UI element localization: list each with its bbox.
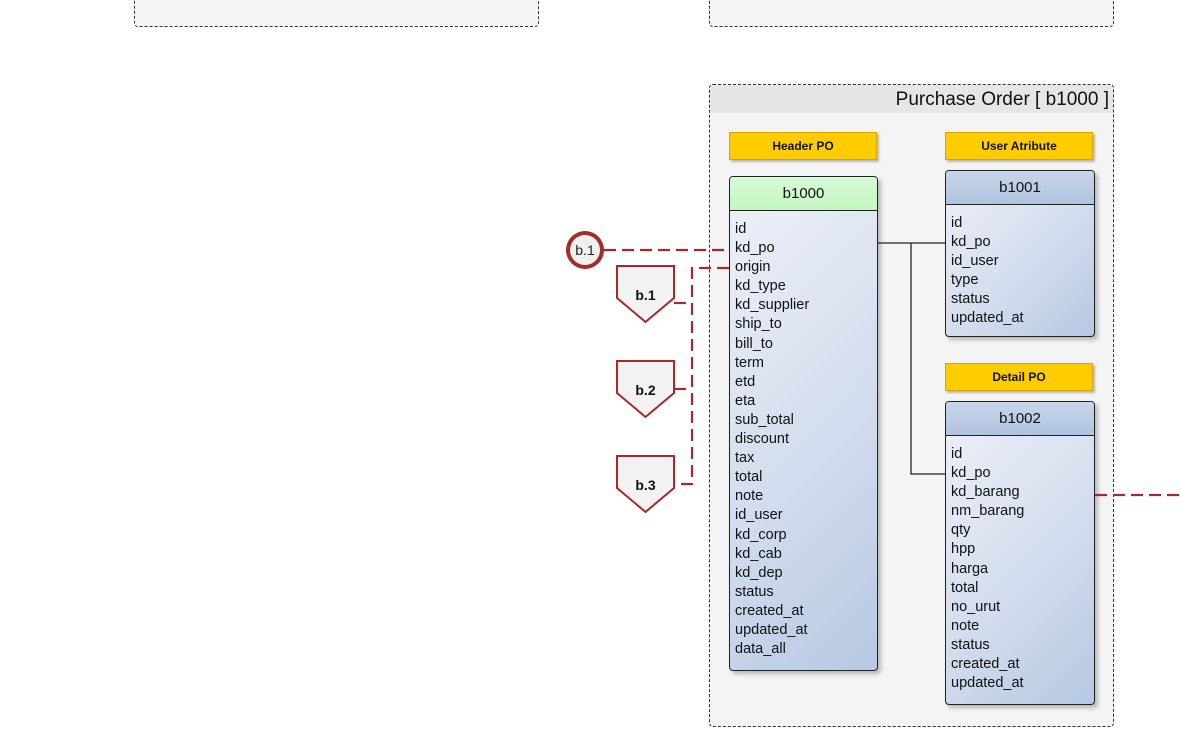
marker-b1-label: b.1 [635,287,655,303]
top-left-group: updated_at [134,0,539,27]
field-row: total [951,579,979,596]
field-row: ship_to [735,316,782,333]
marker-b3[interactable]: b.3 [616,455,675,514]
header-po-label: Header PO [729,132,877,160]
field-row: qty [951,522,971,539]
field-row: bill_to [735,335,773,352]
field-row: discount [735,431,790,448]
field-row: nm_barang [951,503,1025,520]
field-row: etd [735,373,756,390]
field-row: id [951,215,963,231]
field-row: kd_dep [735,564,783,581]
field-row: total [735,469,763,486]
circle-ref-label: b.1 [575,242,595,258]
marker-b2-label: b.2 [635,382,655,398]
ref-line-origin [674,266,729,486]
user-atribute-label: User Atribute [945,132,1093,160]
field-row: harga [951,560,989,577]
marker-b1[interactable]: b.1 [616,265,675,324]
field-row: data_all [735,641,786,658]
group-title-bar: Purchase Order [ b1000 ] [710,85,1113,113]
field-row: id [951,446,963,462]
field-row: note [951,617,980,634]
entity-b1002-header: b1002 [946,402,1094,436]
field-row: origin [735,259,771,276]
field-row: note [735,488,764,505]
field-row: kd_po [735,240,775,257]
field-row: kd_supplier [735,297,810,314]
field-row: kd_corp [735,526,787,543]
group-title: Purchase Order [ b1000 ] [895,89,1109,110]
field-row: status [951,636,990,653]
field-row: status [951,291,990,308]
field-row: kd_po [951,234,991,251]
top-right-group: updated_at [709,0,1114,27]
detail-po-label: Detail PO [945,363,1093,391]
field-row: eta [735,392,756,409]
field-row: created_at [735,602,804,619]
field-row: sub_total [735,411,794,428]
field-row: kd_cab [735,545,782,562]
marker-b3-label: b.3 [635,477,655,493]
field-row: updated_at [951,675,1024,692]
field-row: id_user [951,253,999,270]
field-row: no_urut [951,598,1001,615]
field-row: updated_at [951,310,1024,327]
marker-b2[interactable]: b.2 [616,360,675,419]
field-row: term [735,354,764,371]
field-row: tax [735,450,755,467]
circle-ref-b1[interactable]: b.1 [566,231,604,269]
field-row: type [951,272,979,289]
field-row: id [735,221,747,237]
field-row: hpp [951,541,976,558]
entity-b1000-header: b1000 [730,177,877,211]
field-row: kd_barang [951,484,1020,501]
field-row: status [735,583,774,600]
field-row: created_at [951,656,1020,673]
field-row: kd_type [735,278,786,295]
entity-b1001-header: b1001 [946,171,1094,205]
relation-b1000-b1002 [910,243,945,475]
field-row: updated_at [735,621,808,638]
field-row: id_user [735,507,783,524]
field-row: kd_po [951,465,991,482]
